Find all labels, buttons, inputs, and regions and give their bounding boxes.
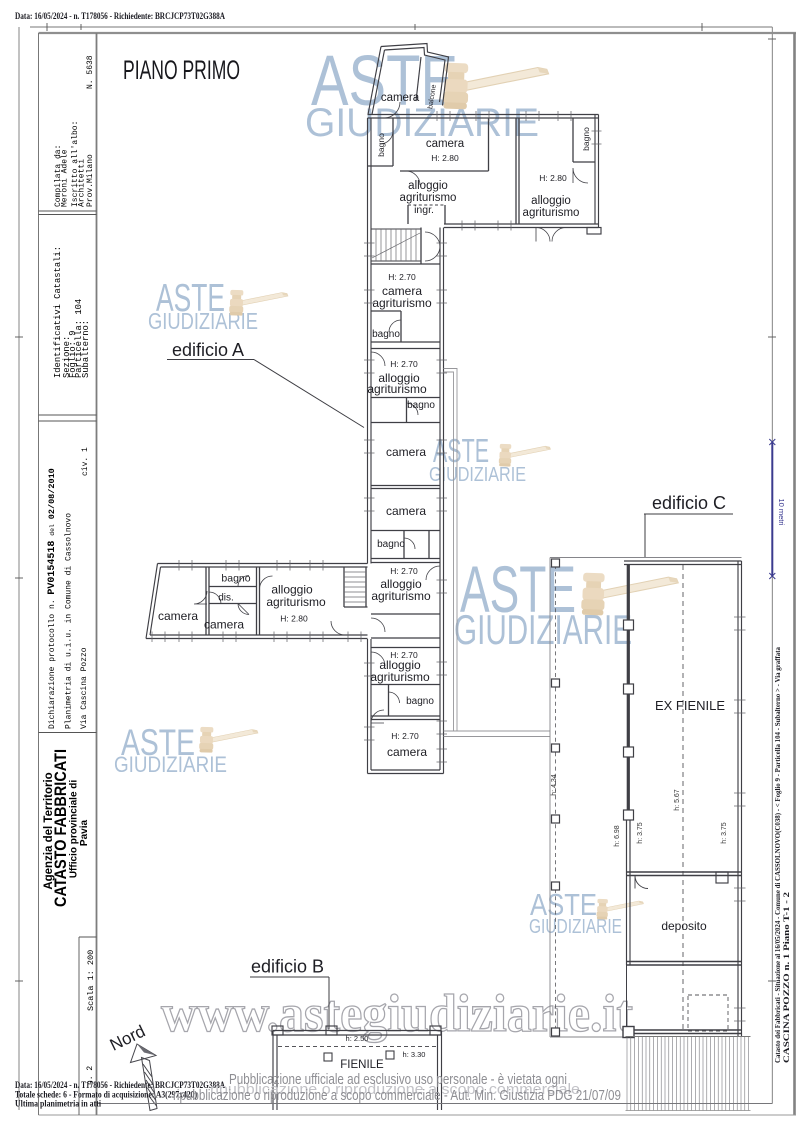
svg-text:CASCINA POZZO n. 1 Piano T-1 -: CASCINA POZZO n. 1 Piano T-1 - 2: [781, 892, 791, 1063]
svg-text:edificio C: edificio C: [652, 493, 726, 513]
svg-text:www.astegiudiziarie.it: www.astegiudiziarie.it: [161, 985, 633, 1043]
svg-text:Pavia: Pavia: [79, 819, 90, 846]
svg-text:agriturismo: agriturismo: [367, 382, 427, 396]
svg-text:camera: camera: [426, 138, 465, 150]
svg-text:bagno: bagno: [372, 329, 400, 340]
svg-text:H: 2.80: H: 2.80: [431, 153, 459, 163]
svg-text:h: 3.75: h: 3.75: [637, 822, 644, 844]
svg-text:camera: camera: [204, 618, 244, 632]
svg-text:N. 5638: N. 5638: [86, 55, 95, 89]
svg-text:deposito: deposito: [661, 919, 707, 933]
svg-text:agriturismo: agriturismo: [400, 192, 457, 204]
svg-text:Compilata da:: Compilata da:: [54, 145, 63, 207]
svg-text:Foglio: 9: Foglio: 9: [68, 330, 78, 378]
svg-text:H: 2.80: H: 2.80: [539, 173, 567, 183]
svg-text:edificio B: edificio B: [251, 957, 324, 977]
svg-text:10 metri: 10 metri: [777, 498, 786, 525]
svg-text:camera: camera: [382, 284, 422, 298]
svg-text:alloggio: alloggio: [379, 658, 421, 672]
svg-text:bagno: bagno: [581, 127, 591, 151]
svg-text:bagno: bagno: [221, 573, 250, 585]
svg-text:h: 6.98: h: 6.98: [614, 825, 621, 847]
svg-text:Planimetria di u.i.u. in Comun: Planimetria di u.i.u. in Comune di Casso…: [65, 513, 74, 729]
svg-text:n. 2: n. 2: [86, 1066, 95, 1085]
svg-text:alloggio: alloggio: [271, 583, 313, 597]
svg-text:GIUDIZIARIE: GIUDIZIARIE: [305, 101, 539, 145]
svg-text:civ. 1: civ. 1: [81, 447, 90, 476]
svg-text:Architetti: Architetti: [78, 159, 87, 207]
svg-text:CATASTO FABBRICATI: CATASTO FABBRICATI: [52, 749, 70, 907]
svg-text:ripubblicazione o riproduzione: ripubblicazione o riproduzione a scopo c…: [173, 1088, 621, 1104]
svg-text:Scala 1: 200: Scala 1: 200: [86, 950, 96, 1011]
svg-text:H: 2.70: H: 2.70: [390, 359, 418, 369]
svg-text:ASTE: ASTE: [311, 42, 458, 121]
svg-text:camera: camera: [158, 609, 198, 623]
svg-text:alloggio: alloggio: [408, 180, 448, 192]
svg-text:Agenzia del Territorio: Agenzia del Territorio: [43, 772, 55, 889]
svg-text:h: 2.50: h: 2.50: [346, 1034, 369, 1043]
svg-text:Ultima planimetria in atti: Ultima planimetria in atti: [15, 1100, 101, 1110]
svg-text:agriturismo: agriturismo: [523, 207, 580, 219]
svg-text:GIUDIZIARIE: GIUDIZIARIE: [529, 915, 622, 938]
svg-text:camera: camera: [381, 92, 420, 104]
svg-text:ASTE: ASTE: [156, 277, 225, 320]
svg-text:alloggio: alloggio: [380, 577, 422, 591]
svg-text:Prov.Milano: Prov.Milano: [86, 154, 95, 207]
svg-text:camera: camera: [387, 745, 427, 759]
svg-text:ASTE: ASTE: [121, 722, 195, 763]
svg-text:bagno: bagno: [406, 696, 434, 707]
svg-text:ingr.: ingr.: [414, 204, 434, 216]
svg-text:bagno: bagno: [376, 133, 386, 157]
svg-text:h: 3.30: h: 3.30: [403, 1050, 426, 1059]
svg-text:Ufficio provinciale di: Ufficio provinciale di: [69, 780, 80, 879]
svg-text:alloggio: alloggio: [378, 371, 420, 385]
svg-text:h: 5.67: h: 5.67: [674, 789, 681, 811]
svg-text:edificio A: edificio A: [172, 340, 244, 360]
svg-text:Data: 16/05/2024 - n. T178056: Data: 16/05/2024 - n. T178056 - Richiede…: [15, 12, 225, 22]
svg-text:H: 2.70: H: 2.70: [390, 650, 418, 660]
svg-text:ASTE: ASTE: [530, 887, 597, 922]
svg-text:Meroni Adele: Meroni Adele: [61, 149, 70, 207]
svg-text:agriturismo: agriturismo: [370, 670, 430, 684]
svg-text:balcone: balcone: [427, 84, 438, 109]
svg-text:agriturismo: agriturismo: [266, 595, 326, 609]
svg-text:Identificativi Catastali:: Identificativi Catastali:: [53, 246, 63, 378]
svg-text:Totale schede: 6 - Formato di: Totale schede: 6 - Formato di acquisizio…: [15, 1090, 197, 1101]
svg-text:dis.: dis.: [218, 593, 234, 604]
svg-text:bagno: bagno: [407, 400, 435, 411]
svg-text:Subalterno:: Subalterno:: [81, 320, 91, 378]
svg-text:ASTE: ASTE: [433, 432, 489, 469]
svg-text:h: 3.75: h: 3.75: [721, 822, 728, 844]
svg-text:Particella: 104: Particella: 104: [74, 299, 84, 378]
svg-text:PIANO PRIMO: PIANO PRIMO: [123, 55, 240, 85]
svg-text:GIUDIZIARIE: GIUDIZIARIE: [454, 606, 632, 653]
svg-text:GIUDIZIARIE: GIUDIZIARIE: [114, 752, 227, 777]
svg-text:Catasto dei Fabbricati - Situa: Catasto dei Fabbricati - Situazione al 1…: [773, 647, 782, 1063]
svg-text:alloggio: alloggio: [531, 195, 571, 207]
svg-text:H: 2.70: H: 2.70: [390, 566, 418, 576]
svg-text:Data: 16/05/2024 - n. T178056: Data: 16/05/2024 - n. T178056 - Richiede…: [15, 1081, 225, 1091]
svg-text:H: 2.70: H: 2.70: [391, 731, 419, 741]
svg-text:ripubblicazione o riproduzione: ripubblicazione o riproduzione a scopo c…: [210, 1082, 580, 1098]
svg-text:h: 4.34: h: 4.34: [551, 774, 558, 796]
svg-text:bagno: bagno: [377, 539, 405, 550]
svg-text:Sezione:: Sezione:: [62, 336, 72, 378]
svg-text:camera: camera: [386, 445, 426, 459]
svg-text:Pubblicazione ufficiale ad esc: Pubblicazione ufficiale ad esclusivo uso…: [229, 1072, 567, 1088]
svg-text:Dichiarazione protocollo n. P: Dichiarazione protocollo n. PV0154518 de…: [47, 468, 58, 729]
svg-text:EX FIENILE: EX FIENILE: [655, 698, 725, 713]
svg-text:Iscritto all'albo:: Iscritto all'albo:: [71, 121, 80, 207]
svg-text:camera: camera: [386, 504, 426, 518]
svg-text:Via Cascina Pozzo: Via Cascina Pozzo: [80, 647, 89, 729]
svg-text:agriturismo: agriturismo: [372, 296, 432, 310]
svg-text:H: 2.80: H: 2.80: [280, 614, 308, 624]
svg-text:H: 2.70: H: 2.70: [388, 272, 416, 282]
svg-text:agriturismo: agriturismo: [371, 589, 431, 603]
svg-text:FIENILE: FIENILE: [340, 1059, 384, 1071]
